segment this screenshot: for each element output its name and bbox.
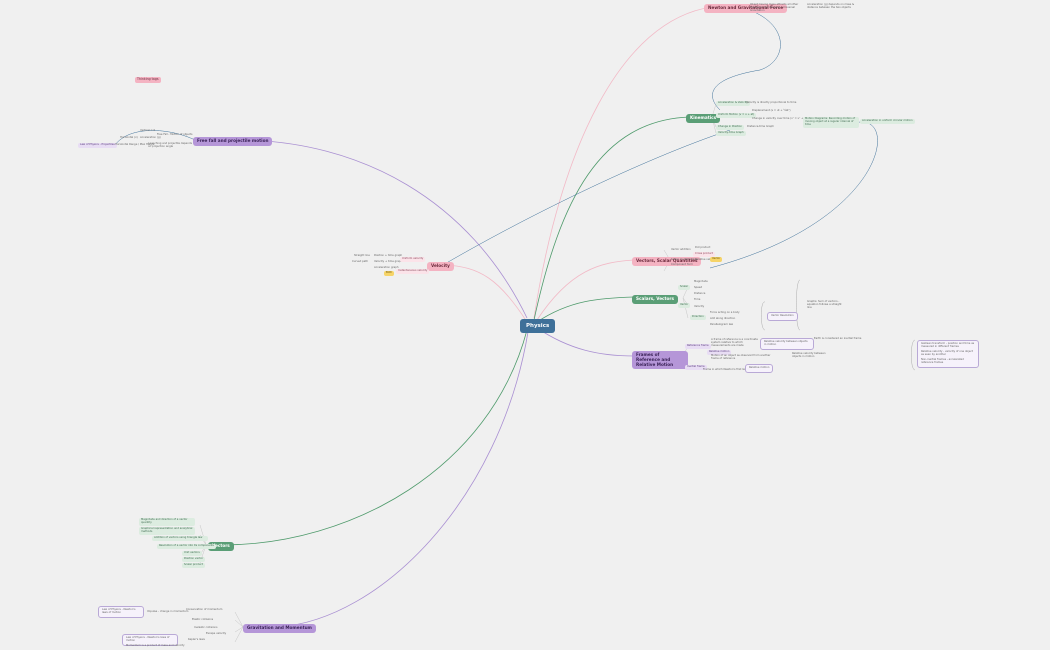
floating-tag[interactable]: Thinking tags	[135, 77, 161, 83]
projectile-item-5: Horizontal Range / Max Height	[115, 143, 155, 146]
velocity-tag[interactable]: Both	[384, 271, 395, 276]
scalars-g3-1: Add along direction	[710, 317, 736, 320]
kinematics-item-4[interactable]: Change in Position	[716, 125, 745, 130]
vectors-item-5: Component form	[671, 263, 693, 266]
gravitation-item-4: Escape velocity	[206, 632, 227, 635]
newton-note-1: Object having mass attracts all other ma…	[750, 3, 799, 12]
projectile-left[interactable]: Law of Physics - Projectiles	[78, 143, 117, 148]
scalars-g3-0: Force acting on a body	[710, 311, 740, 314]
reference-desc-1: Motion of an object as observed from ano…	[711, 354, 771, 360]
scalars-g1-5: Time	[694, 298, 701, 301]
vectors-item-0: Vector addition	[671, 248, 691, 251]
gravitation-item-1: Conservation of momentum	[186, 608, 223, 611]
gravitation-item-5: Kepler's laws	[188, 638, 205, 641]
velocity-left-0: Straight line	[354, 254, 370, 257]
kinematics-item-5: Change in velocity over time (v² = u² + …	[752, 117, 810, 120]
projectile-note: Launching and projectile depends on proj…	[148, 142, 192, 148]
vector-ops-1[interactable]: Graphical representation and analytical …	[139, 527, 195, 535]
legend-item-1: Relative velocity - velocity of one obje…	[921, 349, 973, 356]
scalars-side[interactable]: Vector Resolution	[767, 312, 798, 321]
vector-ops-0[interactable]: Magnitude and direction of a vector quan…	[139, 518, 195, 526]
branch-scalars[interactable]: Scalars, Vectors	[632, 295, 678, 304]
reference-item-1[interactable]: Relative motion	[707, 350, 732, 355]
scalars-g1-1: Magnitude	[694, 280, 708, 283]
gravitation-item-0: Impulse - change in momentum	[147, 610, 189, 613]
kinematics-item-1: Velocity is directly proportional to tim…	[746, 101, 797, 104]
reference-note-3[interactable]: Relative motion	[745, 364, 774, 373]
projectile-item-1: Horizontal (x)	[120, 136, 138, 139]
reference-note-1[interactable]: Relative velocity between objects in mot…	[760, 338, 814, 350]
scalars-g1-3: Speed	[694, 286, 703, 289]
scalars-g3-label[interactable]: Direction	[690, 315, 706, 320]
kinematics-aside-1[interactable]: Motion Diagrams: Recording motion of mov…	[803, 117, 859, 128]
vectors-item-1: Dot product	[695, 246, 711, 249]
reference-item-0[interactable]: Reference frame	[685, 344, 711, 349]
gravitation-note[interactable]: Law of Physics - Newton's laws of motion	[122, 634, 178, 646]
gravitation-bottom: Momentum is a product of mass and veloci…	[126, 644, 185, 647]
velocity-mid-2: Acceleration graph	[374, 266, 399, 269]
kinematics-aside-2[interactable]: Acceleration in uniform circular motion	[860, 119, 915, 124]
vector-ops-6[interactable]: Scalar product	[182, 563, 205, 568]
legend-item-0: Galilean transform - position and time a…	[921, 342, 975, 348]
reference-item-2[interactable]: Inertial frame	[685, 365, 707, 370]
projectile-item-0: Vertical = 0	[140, 129, 156, 132]
branch-vectors-scalars[interactable]: Vectors, Scalar Quantities	[632, 257, 702, 266]
branch-kinematics[interactable]: Kinematics	[686, 114, 721, 123]
reference-legend: Galilean transform - position and time a…	[917, 340, 979, 368]
branch-projectile[interactable]: Free fall and projectile motion	[193, 137, 273, 146]
scalars-g2-2: Velocity	[694, 305, 705, 308]
newton-note-2: Acceleration (g) depends on mass & dista…	[807, 3, 855, 9]
vector-ops-5[interactable]: Position vector	[182, 557, 206, 562]
root-node[interactable]: Physics	[520, 319, 556, 334]
kinematics-item-3: Displacement (s = ut + ½at²)	[752, 109, 791, 112]
kinematics-item-6: Distance-time Graph	[747, 125, 774, 128]
scalars-g3-2: Parallelogram law	[710, 323, 734, 326]
velocity-mid-1: Velocity + time graph	[374, 260, 403, 263]
vectors-item-4: Relative velocity	[695, 258, 717, 261]
scalars-g1-0[interactable]: Scalar	[678, 285, 691, 290]
reference-desc-2: Frame in which Newton's first law holds …	[703, 368, 761, 371]
branch-reference[interactable]: Frames of Reference and Relative Motion	[632, 351, 688, 370]
vector-ops-4[interactable]: Unit vectors	[182, 551, 202, 556]
legend-item-2: Non-inertial frames - accelerated refere…	[921, 357, 964, 364]
projectile-item-2: Free Fall - Motion of objects	[157, 133, 193, 136]
reference-note-4: Relative velocity between objects in mot…	[792, 352, 826, 358]
scalars-brace: Graphs: Sum of vectors - equation follow…	[807, 300, 842, 309]
branch-vector-ops[interactable]: Vectors	[208, 542, 234, 551]
reference-desc-0: A frame of reference is a coordinate sys…	[711, 338, 758, 347]
vector-ops-2[interactable]: Addition of vectors using triangle law	[152, 536, 208, 541]
kinematics-item-2[interactable]: Uniform Motion (v = u + at)	[716, 113, 757, 118]
velocity-mid-0: Position + time graph	[374, 254, 403, 257]
velocity-right-0[interactable]: Uniform velocity	[400, 257, 426, 262]
kinematics-item-0[interactable]: Acceleration & Velocity	[716, 101, 750, 106]
kinematics-item-7[interactable]: Velocity-time Graph	[716, 131, 746, 136]
branch-velocity[interactable]: Velocity	[427, 262, 454, 271]
scalars-g1-4: Distance	[694, 292, 706, 295]
velocity-right-1[interactable]: Instantaneous velocity	[396, 269, 430, 274]
reference-note-2: Earth is considered an inertial frame	[814, 337, 862, 340]
vectors-yellow[interactable]: Vector	[710, 257, 723, 262]
vectors-item-3: Scalar multiplication	[671, 258, 698, 261]
velocity-left-1: Curved path	[352, 260, 369, 263]
vectors-item-2[interactable]: Cross product	[693, 252, 715, 257]
gravitation-item-2: Elastic collisions	[192, 618, 214, 621]
gravitation-left[interactable]: Law of Physics - Newton's laws of motion	[98, 606, 144, 618]
branch-gravitation[interactable]: Gravitation and Momentum	[243, 624, 316, 633]
branch-newton[interactable]: Newton and Gravitational Force	[704, 4, 788, 13]
scalars-g2-0[interactable]: Vector	[678, 303, 691, 308]
vector-ops-3[interactable]: Resolution of a vector into its componen…	[157, 544, 216, 549]
projectile-item-3: Acceleration (g)	[140, 136, 161, 139]
gravitation-item-3: Inelastic collisions	[194, 626, 218, 629]
